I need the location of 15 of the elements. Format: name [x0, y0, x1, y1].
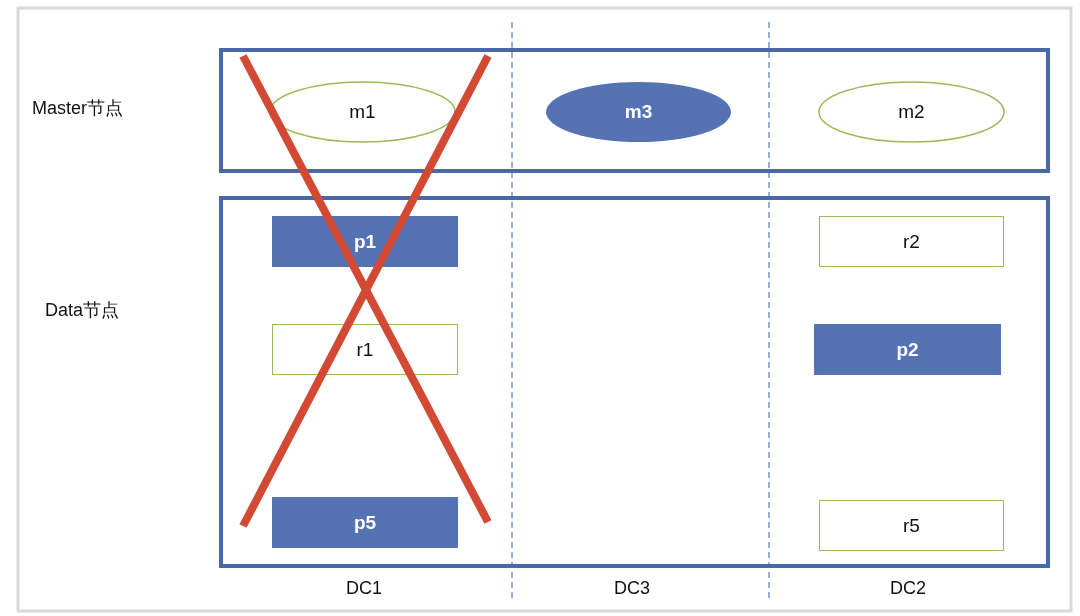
column-label: DC3 [614, 578, 650, 599]
rect-node: r2 [819, 216, 1004, 267]
ellipse-node: m3 [545, 81, 732, 143]
row-label: Data节点 [45, 299, 120, 322]
group-box [219, 196, 1050, 568]
rect-node: p1 [272, 216, 458, 267]
rect-node: p2 [814, 324, 1001, 375]
column-label: DC2 [890, 578, 926, 599]
column-label: DC1 [346, 578, 382, 599]
rect-node: p5 [272, 497, 458, 548]
group-box [219, 48, 1050, 173]
rect-node: r1 [272, 324, 458, 375]
rect-node: r5 [819, 500, 1004, 551]
ellipse-node: m2 [818, 81, 1005, 143]
row-label: Master节点 [32, 97, 123, 120]
